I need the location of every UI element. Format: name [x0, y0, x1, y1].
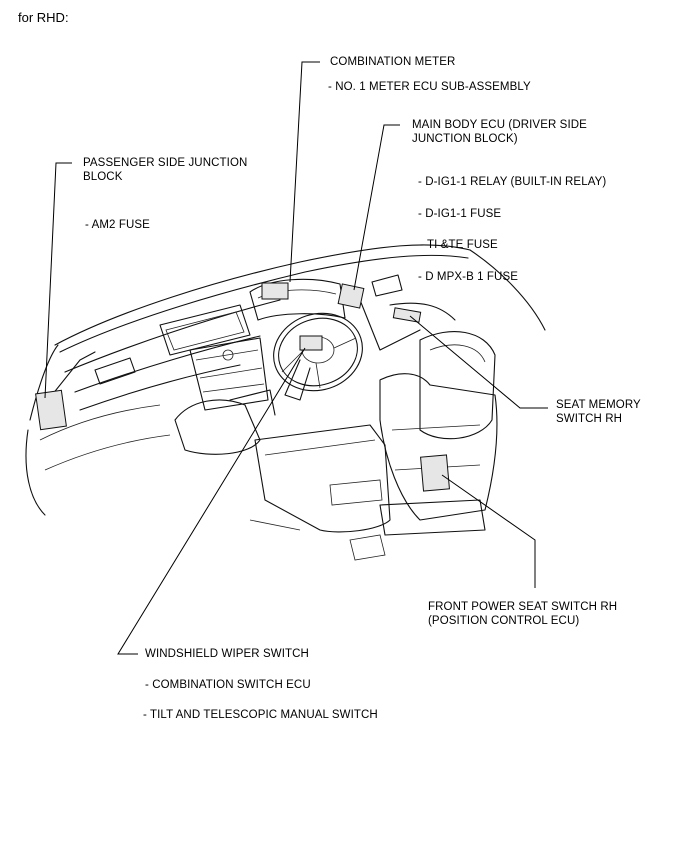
page-header: for RHD: — [18, 10, 69, 25]
combination-meter-part — [261, 282, 289, 300]
label-front-power-seat-switch: FRONT POWER SEAT SWITCH RH (POSITION CON… — [428, 601, 618, 627]
label-windshield-wiper-switch: WINDSHIELD WIPER SWITCH — [145, 648, 309, 660]
seat-memory-switch-part — [392, 307, 422, 323]
label-combination-meter: COMBINATION METER — [330, 56, 456, 68]
label-tite-fuse: - TI &TE FUSE — [420, 239, 498, 251]
label-am2-fuse: - AM2 FUSE — [85, 219, 150, 231]
label-combination-switch-ecu: - COMBINATION SWITCH ECU — [145, 679, 311, 691]
combination-switch-part — [299, 335, 323, 351]
component-parts — [35, 282, 450, 492]
passenger-junction-block — [35, 389, 67, 431]
label-main-body-ecu: MAIN BODY ECU (DRIVER SIDE JUNCTION BLOC… — [412, 119, 587, 145]
label-dig1-relay: - D-IG1-1 RELAY (BUILT-IN RELAY) — [418, 176, 607, 188]
label-dmpx-fuse: - D MPX-B 1 FUSE — [418, 271, 519, 283]
power-seat-switch-part — [420, 454, 450, 492]
label-tilt-telescopic-switch: - TILT AND TELESCOPIC MANUAL SWITCH — [143, 709, 378, 721]
main-body-ecu-part — [337, 283, 365, 309]
label-seat-memory-switch: SEAT MEMORY SWITCH RH — [556, 399, 641, 425]
label-passenger-junction-block: PASSENGER SIDE JUNCTION BLOCK — [83, 157, 248, 183]
label-meter-ecu: - NO. 1 METER ECU SUB-ASSEMBLY — [328, 81, 531, 93]
leader-lines — [44, 61, 548, 655]
label-dig1-fuse: - D-IG1-1 FUSE — [418, 208, 502, 220]
dashboard-drawing — [25, 244, 546, 561]
